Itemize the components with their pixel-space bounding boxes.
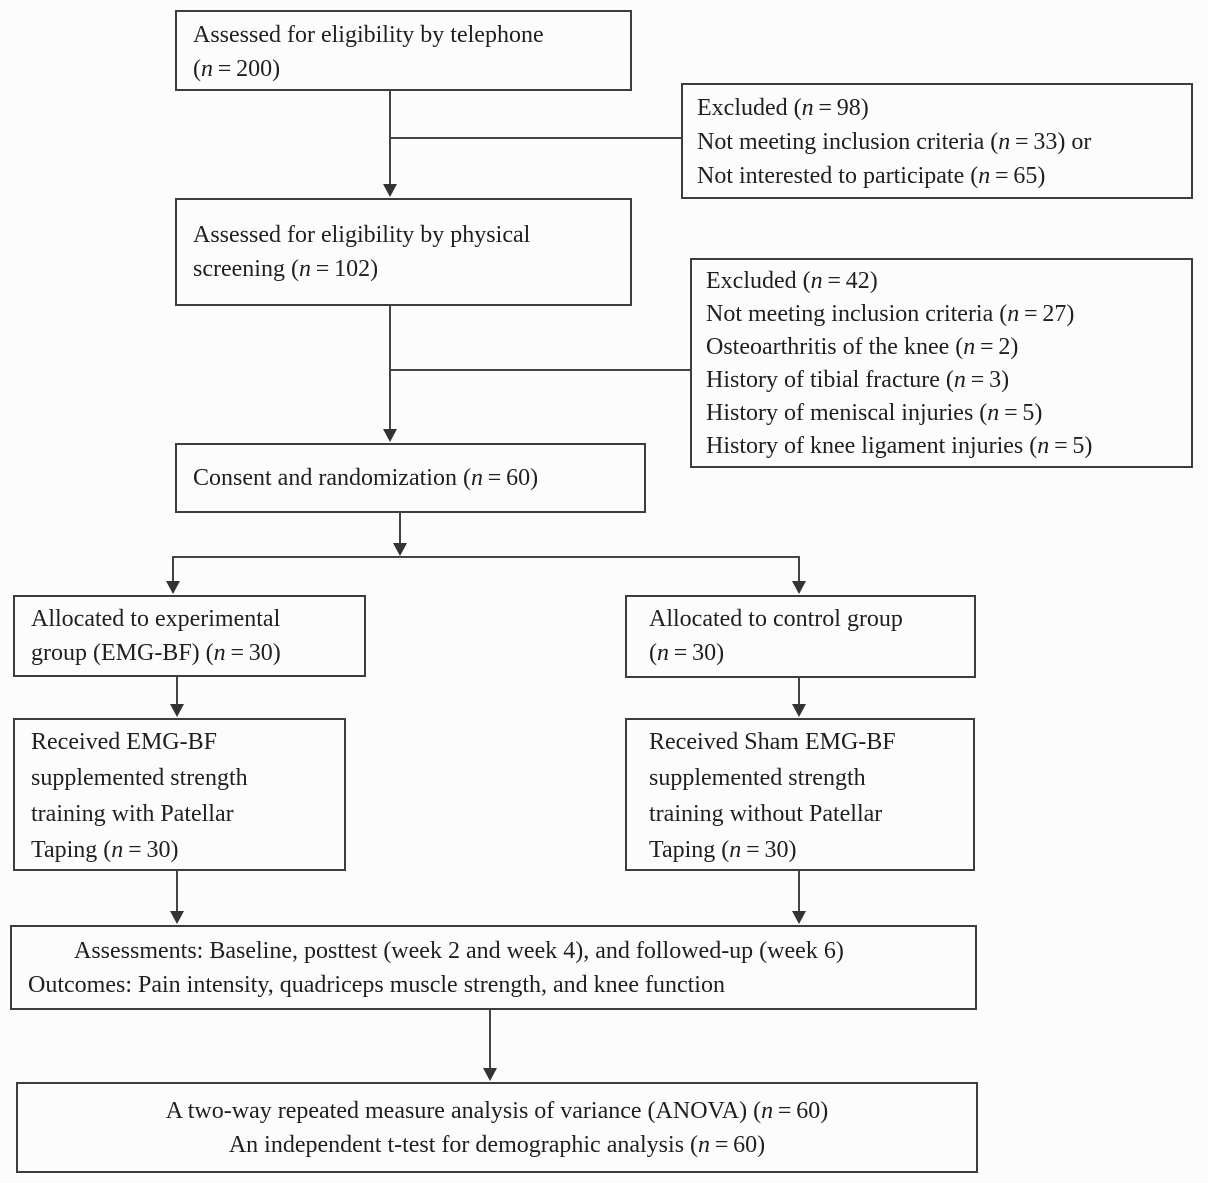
box-text-line: Taping (n = 30) [31, 837, 179, 863]
box-text-line: training with Patellar [31, 801, 234, 827]
box-text-line: training without Patellar [649, 801, 883, 827]
box-text-line: supplemented strength [31, 765, 248, 791]
box-text-line: Assessed for eligibility by physical [193, 222, 531, 248]
box-text-line: Outcomes: Pain intensity, quadriceps mus… [28, 972, 725, 998]
box-text-line: group (EMG-BF) (n = 30) [31, 640, 281, 666]
flow-box-received-experimental: Received EMG-BF supplemented strength tr… [13, 718, 346, 871]
arrowhead-to-control [792, 581, 806, 594]
box-text-line: Osteoarthritis of the knee (n = 2) [706, 334, 1019, 360]
box-text-line: screening (n = 102) [193, 256, 379, 282]
connector-split-to-control [798, 556, 800, 583]
flow-box-received-control: Received Sham EMG-BF supplemented streng… [625, 718, 975, 871]
arrowhead-to-received-control [792, 704, 806, 717]
connector-branch-excluded-telephone [389, 137, 681, 139]
box-text-line: Assessments: Baseline, posttest (week 2 … [74, 938, 844, 964]
box-text-line: Excluded (n = 98) [697, 95, 869, 121]
box-text-line: An independent t-test for demographic an… [228, 1132, 766, 1158]
box-text-line: Received EMG-BF [31, 729, 217, 755]
box-text-line: A two-way repeated measure analysis of v… [165, 1098, 829, 1124]
arrowhead-to-assessments-right [792, 911, 806, 924]
box-text-line: Excluded (n = 42) [706, 268, 878, 294]
box-text-line: Allocated to experimental [31, 606, 281, 632]
box-text-line: Not meeting inclusion criteria (n = 33) … [697, 129, 1092, 155]
arrowhead-to-experimental [166, 581, 180, 594]
arrowhead-to-split [393, 543, 407, 556]
arrowhead-to-consent [383, 429, 397, 442]
box-text-line: Not interested to participate (n = 65) [697, 163, 1046, 189]
connector-received-experimental-to-assessments [176, 871, 178, 913]
flow-box-physical-screening: Assessed for eligibility by physical scr… [175, 198, 632, 306]
box-text-line: Not meeting inclusion criteria (n = 27) [706, 301, 1075, 327]
box-text-line: Consent and randomization (n = 60) [193, 465, 539, 491]
flow-box-statistical-analysis: A two-way repeated measure analysis of v… [16, 1082, 978, 1173]
box-text-line: (n = 30) [649, 640, 725, 666]
connector-assessments-to-analysis [489, 1010, 491, 1070]
box-text-line: Allocated to control group [649, 606, 903, 632]
connector-consent-to-split [399, 512, 401, 545]
box-text-line: History of knee ligament injuries (n = 5… [706, 433, 1093, 459]
arrowhead-to-received-experimental [170, 704, 184, 717]
box-text-line: Received Sham EMG-BF [649, 729, 896, 755]
flow-box-telephone-screening: Assessed for eligibility by telephone (n… [175, 10, 632, 91]
flow-box-allocated-experimental: Allocated to experimental group (EMG-BF)… [13, 595, 366, 677]
connector-received-control-to-assessments [798, 871, 800, 913]
arrowhead-to-physical [383, 184, 397, 197]
flow-box-consent-randomization: Consent and randomization (n = 60) [175, 443, 646, 513]
connector-branch-excluded-physical [389, 369, 690, 371]
connector-split-to-experimental [172, 556, 174, 583]
flow-box-excluded-telephone: Excluded (n = 98) Not meeting inclusion … [681, 83, 1193, 199]
arrowhead-to-assessments-left [170, 911, 184, 924]
box-text-line: (n = 200) [193, 56, 281, 82]
connector-control-to-received [798, 678, 800, 706]
flow-box-allocated-control: Allocated to control group (n = 30) [625, 595, 976, 678]
flow-box-excluded-physical: Excluded (n = 42) Not meeting inclusion … [690, 258, 1193, 468]
connector-randomization-split [172, 556, 800, 558]
connector-telephone-to-physical [389, 90, 391, 190]
box-text-line: supplemented strength [649, 765, 866, 791]
box-text-line: History of tibial fracture (n = 3) [706, 367, 1010, 393]
box-text-line: History of meniscal injuries (n = 5) [706, 400, 1043, 426]
connector-experimental-to-received [176, 677, 178, 706]
box-text-line: Taping (n = 30) [649, 837, 797, 863]
flow-box-assessments-outcomes: Assessments: Baseline, posttest (week 2 … [10, 925, 977, 1010]
box-text-line: Assessed for eligibility by telephone [193, 22, 544, 48]
arrowhead-to-analysis [483, 1068, 497, 1081]
